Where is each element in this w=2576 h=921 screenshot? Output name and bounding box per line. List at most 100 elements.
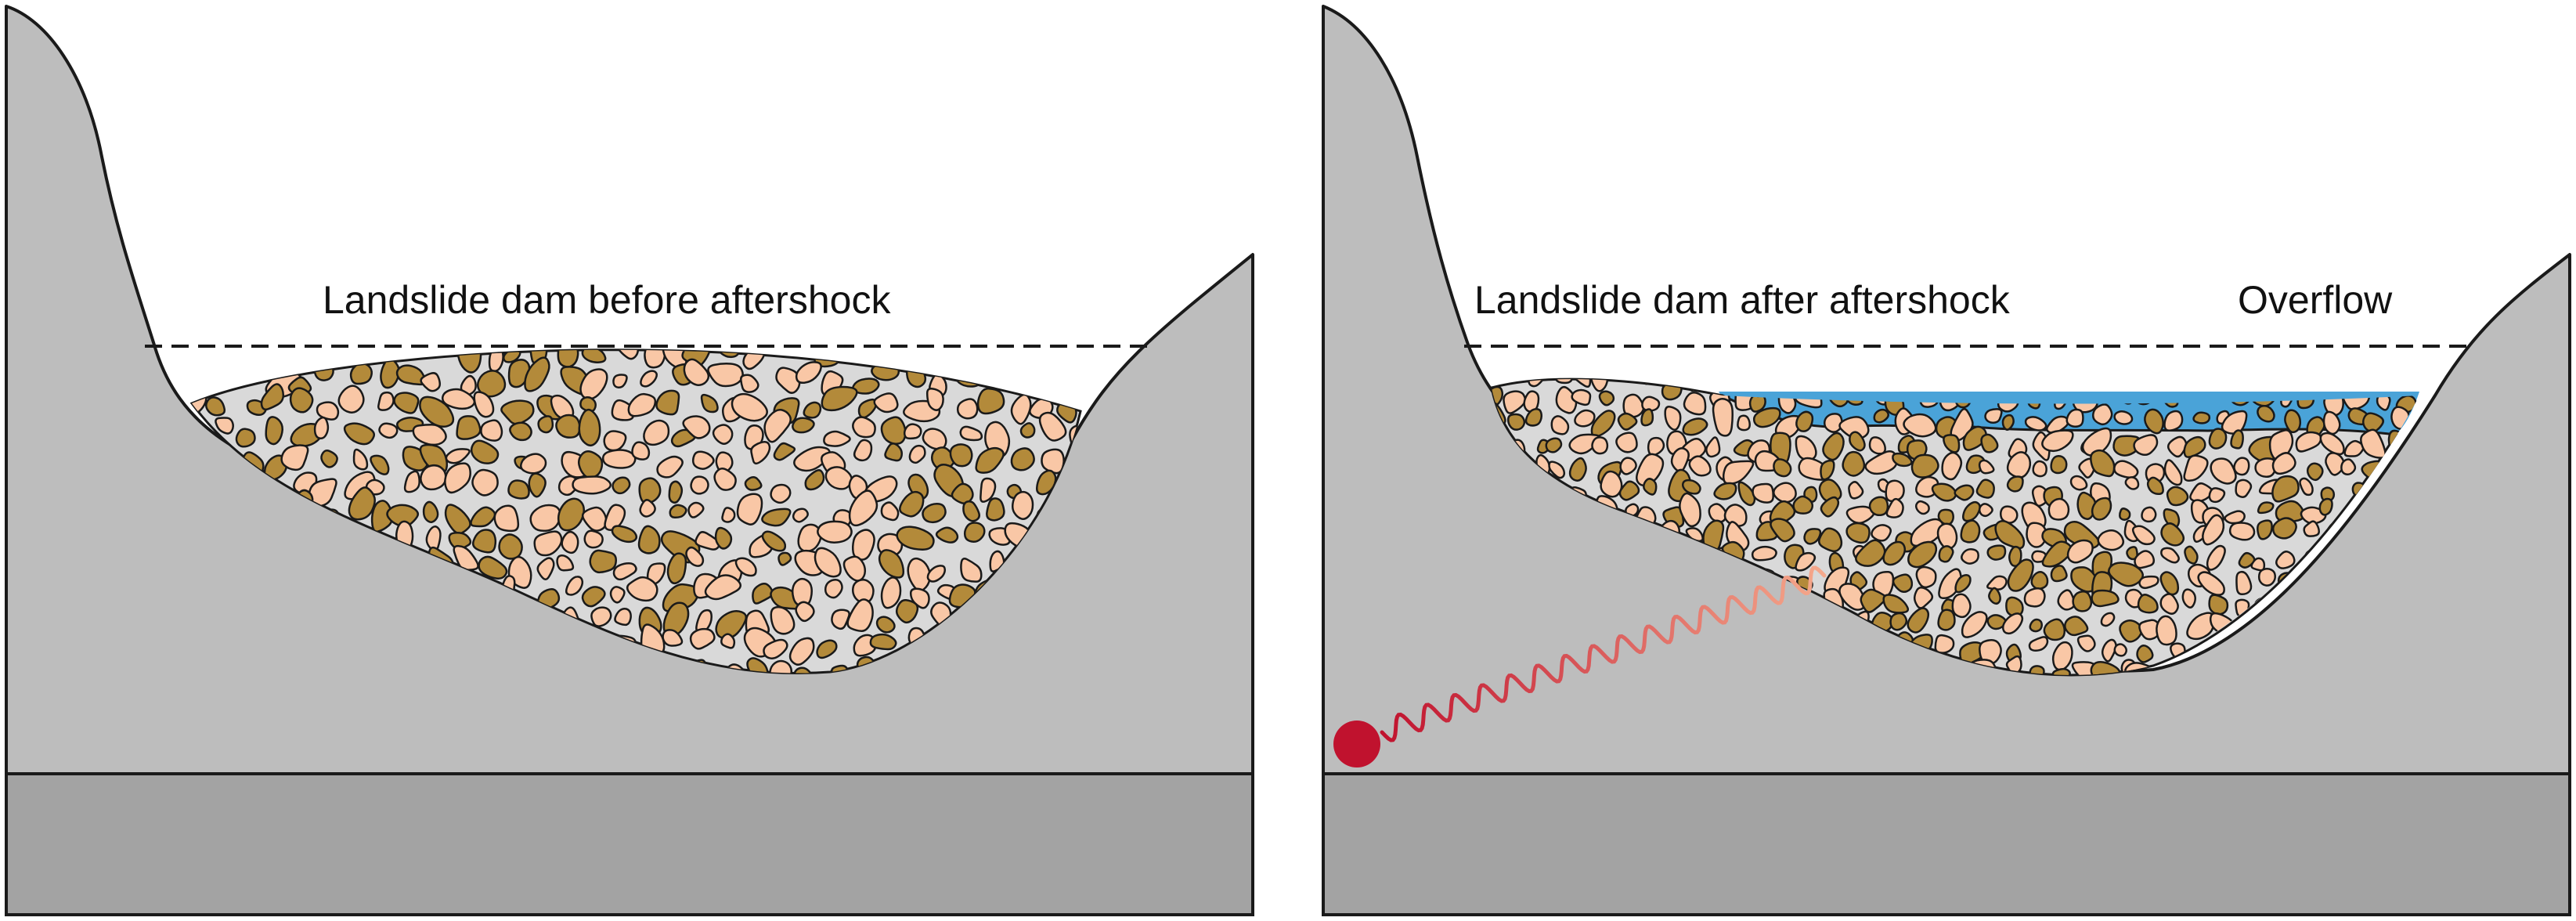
debris-clast <box>1066 350 1081 370</box>
debris-clast <box>2257 519 2273 540</box>
debris-clast <box>2029 665 2045 675</box>
debris-clast <box>960 558 983 583</box>
debris-clast <box>976 387 1005 415</box>
debris-clast <box>524 356 550 392</box>
debris-clast <box>572 475 612 495</box>
debris-clast <box>1882 540 1907 566</box>
debris-clast <box>721 507 736 523</box>
debris-clast <box>1752 482 1774 504</box>
debris-clast <box>290 349 309 365</box>
debris-clast <box>470 506 496 528</box>
debris-clast <box>1571 379 1592 388</box>
debris-clast <box>817 520 853 544</box>
debris-clast <box>412 424 447 446</box>
debris-clast <box>1936 379 1961 395</box>
debris-clast <box>258 349 280 370</box>
debris-clast <box>2207 379 2226 392</box>
debris-clast <box>907 557 932 592</box>
debris-clast <box>736 493 763 526</box>
debris-clast <box>601 449 637 469</box>
debris-clast <box>2097 529 2125 551</box>
debris-clast <box>1961 611 1988 638</box>
debris-clast <box>1886 379 1905 389</box>
debris-clast <box>848 489 879 527</box>
debris-clast <box>1614 379 1633 381</box>
debris-clast <box>1615 432 1638 453</box>
debris-clast <box>1986 544 2007 561</box>
debris-clast <box>899 490 925 518</box>
debris-clast <box>2299 477 2314 497</box>
debris-clast <box>744 475 763 491</box>
debris-clast <box>821 385 858 412</box>
debris-clast <box>1882 594 1910 614</box>
debris-clast <box>731 392 768 422</box>
debris-clast <box>1845 522 1871 544</box>
debris-clast <box>2063 616 2089 637</box>
debris-clast <box>2006 451 2032 479</box>
debris-clast <box>1986 575 2008 591</box>
debris-clast <box>373 349 392 361</box>
debris-clast <box>1712 398 1734 437</box>
debris-clast <box>2066 539 2094 564</box>
debris-clast <box>2189 482 2213 503</box>
debris-clast <box>1589 379 1609 392</box>
debris-clast <box>215 417 234 435</box>
debris-clast <box>2208 594 2229 616</box>
debris-clast <box>370 454 390 475</box>
debris-clast <box>422 500 439 523</box>
debris-clast <box>656 455 684 479</box>
debris-clast <box>1772 379 1793 387</box>
debris-clast <box>2292 379 2314 384</box>
debris-clast <box>2141 506 2157 523</box>
debris-clast <box>739 374 759 393</box>
debris-clast <box>2041 429 2074 453</box>
panel-after: Landslide dam after aftershock Overflow <box>1322 5 2571 916</box>
debris-clast <box>2119 507 2131 521</box>
debris-clast <box>1737 481 1756 507</box>
debris-clast <box>2072 591 2093 612</box>
debris-clast <box>655 389 680 416</box>
debris-clast <box>420 372 442 392</box>
debris-clast <box>1892 452 1913 468</box>
debris-clast <box>1554 379 1574 385</box>
debris-clast <box>1941 451 1963 481</box>
debris-clast <box>1772 482 1797 504</box>
debris-clast <box>956 398 979 420</box>
debris-clast <box>583 529 604 549</box>
debris-clast <box>750 441 771 465</box>
debris-clast <box>480 419 503 442</box>
debris-clast <box>614 607 632 627</box>
debris-clast <box>880 501 900 522</box>
debris-clast <box>1848 481 1864 500</box>
debris-clast <box>666 552 687 585</box>
debris-clast <box>1915 565 1937 589</box>
debris-clast <box>896 526 935 551</box>
debris-clast <box>235 428 256 448</box>
debris-clast <box>1011 490 1034 520</box>
debris-clast <box>2158 379 2185 383</box>
debris-clast <box>2325 452 2345 476</box>
debris-clast <box>2113 643 2127 657</box>
debris-clast <box>1885 497 1904 518</box>
debris-clast <box>2210 457 2237 485</box>
debris-clast <box>265 416 283 446</box>
debris-clast <box>814 547 842 578</box>
debris-clast <box>1711 379 1732 381</box>
debris-clast <box>842 555 867 582</box>
debris-clast <box>2051 667 2071 675</box>
debris-clast <box>444 462 471 494</box>
panel-title-before: Landslide dam before aftershock <box>323 278 891 322</box>
debris-clast <box>2030 571 2049 591</box>
debris-clast <box>2159 593 2179 615</box>
debris-clast <box>1826 379 1850 388</box>
debris-clast <box>1748 379 1777 392</box>
debris-clast <box>975 349 998 370</box>
debris-clast <box>578 408 601 447</box>
debris-clast <box>2422 373 2435 384</box>
debris-clast <box>682 415 711 439</box>
debris-clast <box>903 423 922 440</box>
debris-clast <box>2208 487 2226 504</box>
debris-clast <box>951 482 974 505</box>
debris-clast <box>1679 492 1701 528</box>
